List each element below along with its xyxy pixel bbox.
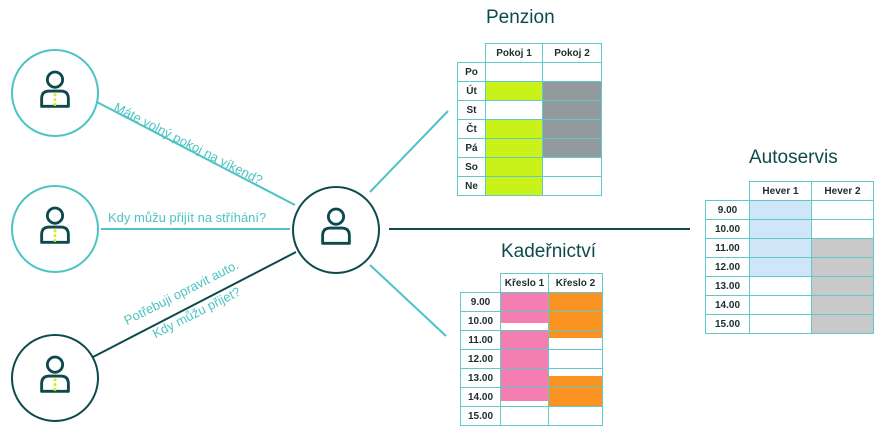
penzion-title: Penzion: [486, 7, 555, 28]
slot-booked: [500, 330, 549, 350]
slot-booked: [811, 314, 874, 334]
column-header: Hever 1: [749, 181, 812, 201]
slot-free: [542, 62, 602, 82]
slot-booked: [811, 276, 874, 296]
customer-1: [11, 49, 99, 137]
slot-booked: [749, 257, 812, 277]
row-label: 11.00: [705, 238, 750, 258]
slot-free: [749, 295, 812, 315]
slot-partial: [500, 311, 549, 331]
slot-booked: [811, 238, 874, 258]
slot-free: [811, 219, 874, 239]
connector-user3-hub: [92, 251, 297, 358]
slot-booked: [548, 387, 603, 407]
slot-booked: [485, 81, 543, 101]
penzion-table: Pokoj 1 Pokoj 2 Po Út St Čt Pá So Ne: [457, 43, 602, 196]
autoservis-title: Autoservis: [749, 147, 838, 168]
slot-booked: [485, 138, 543, 158]
question-kadernictvi: Kdy můžu přijít na stříhání?: [108, 210, 267, 225]
row-label: So: [457, 157, 486, 177]
row-label: St: [457, 100, 486, 120]
slot-booked: [542, 81, 602, 101]
row-label: 12.00: [460, 349, 501, 369]
slot-booked: [749, 200, 812, 220]
column-header: Pokoj 1: [485, 43, 543, 63]
row-label: Pá: [457, 138, 486, 158]
slot-partial: [548, 330, 603, 350]
row-label: Út: [457, 81, 486, 101]
slot-booked: [811, 295, 874, 315]
slot-booked: [542, 100, 602, 120]
row-label: Ne: [457, 176, 486, 196]
slot-booked: [485, 157, 543, 177]
row-label: 15.00: [460, 406, 501, 426]
row-label: 13.00: [705, 276, 750, 296]
customer-2: [11, 185, 99, 273]
row-label: 11.00: [460, 330, 501, 350]
row-label: 15.00: [705, 314, 750, 334]
slot-free: [548, 406, 603, 426]
row-label: 10.00: [705, 219, 750, 239]
row-label: 9.00: [705, 200, 750, 220]
slot-free: [485, 62, 543, 82]
person-icon: [40, 70, 70, 108]
slot-booked: [548, 292, 603, 312]
slot-booked: [500, 349, 549, 369]
slot-booked: [542, 119, 602, 139]
person-icon: [40, 206, 70, 244]
slot-partial: [548, 368, 603, 388]
slot-free: [542, 176, 602, 196]
slot-free: [542, 157, 602, 177]
row-label: 14.00: [460, 387, 501, 407]
row-label: Čt: [457, 119, 486, 139]
slot-free: [811, 200, 874, 220]
slot-booked: [542, 138, 602, 158]
slot-partial: [500, 387, 549, 407]
kadernictvi-title: Kadeřnictví: [501, 241, 597, 262]
slot-free: [548, 349, 603, 369]
person-icon: [40, 355, 70, 393]
column-header: Pokoj 2: [542, 43, 602, 63]
row-label: 12.00: [705, 257, 750, 277]
kadernictvi-table: Křeslo 1 Křeslo 2 9.00 10.00 11.00 12.00…: [460, 273, 603, 426]
slot-booked: [811, 257, 874, 277]
connector-hub-kadernictvi: [369, 264, 447, 337]
slot-free: [500, 406, 549, 426]
slot-booked: [485, 176, 543, 196]
autoservis-table: Hever 1 Hever 2 9.00 10.00 11.00 12.00 1…: [705, 181, 874, 334]
connector-user1-hub: [92, 99, 296, 206]
row-label: 13.00: [460, 368, 501, 388]
row-label: Po: [457, 62, 486, 82]
slot-free: [485, 100, 543, 120]
row-label: 14.00: [705, 295, 750, 315]
slot-free: [749, 276, 812, 296]
customer-3: [11, 334, 99, 422]
slot-booked: [485, 119, 543, 139]
row-label: 10.00: [460, 311, 501, 331]
column-header: Hever 2: [811, 181, 874, 201]
slot-booked: [548, 311, 603, 331]
slot-free: [749, 314, 812, 334]
connector-hub-penzion: [369, 110, 449, 193]
person-icon: [321, 207, 351, 245]
slot-booked: [500, 292, 549, 312]
column-header: Křeslo 1: [500, 273, 549, 293]
column-header: Křeslo 2: [548, 273, 603, 293]
slot-booked: [500, 368, 549, 388]
assistant-hub: [292, 186, 380, 274]
row-label: 9.00: [460, 292, 501, 312]
slot-booked: [749, 238, 812, 258]
slot-booked: [749, 219, 812, 239]
